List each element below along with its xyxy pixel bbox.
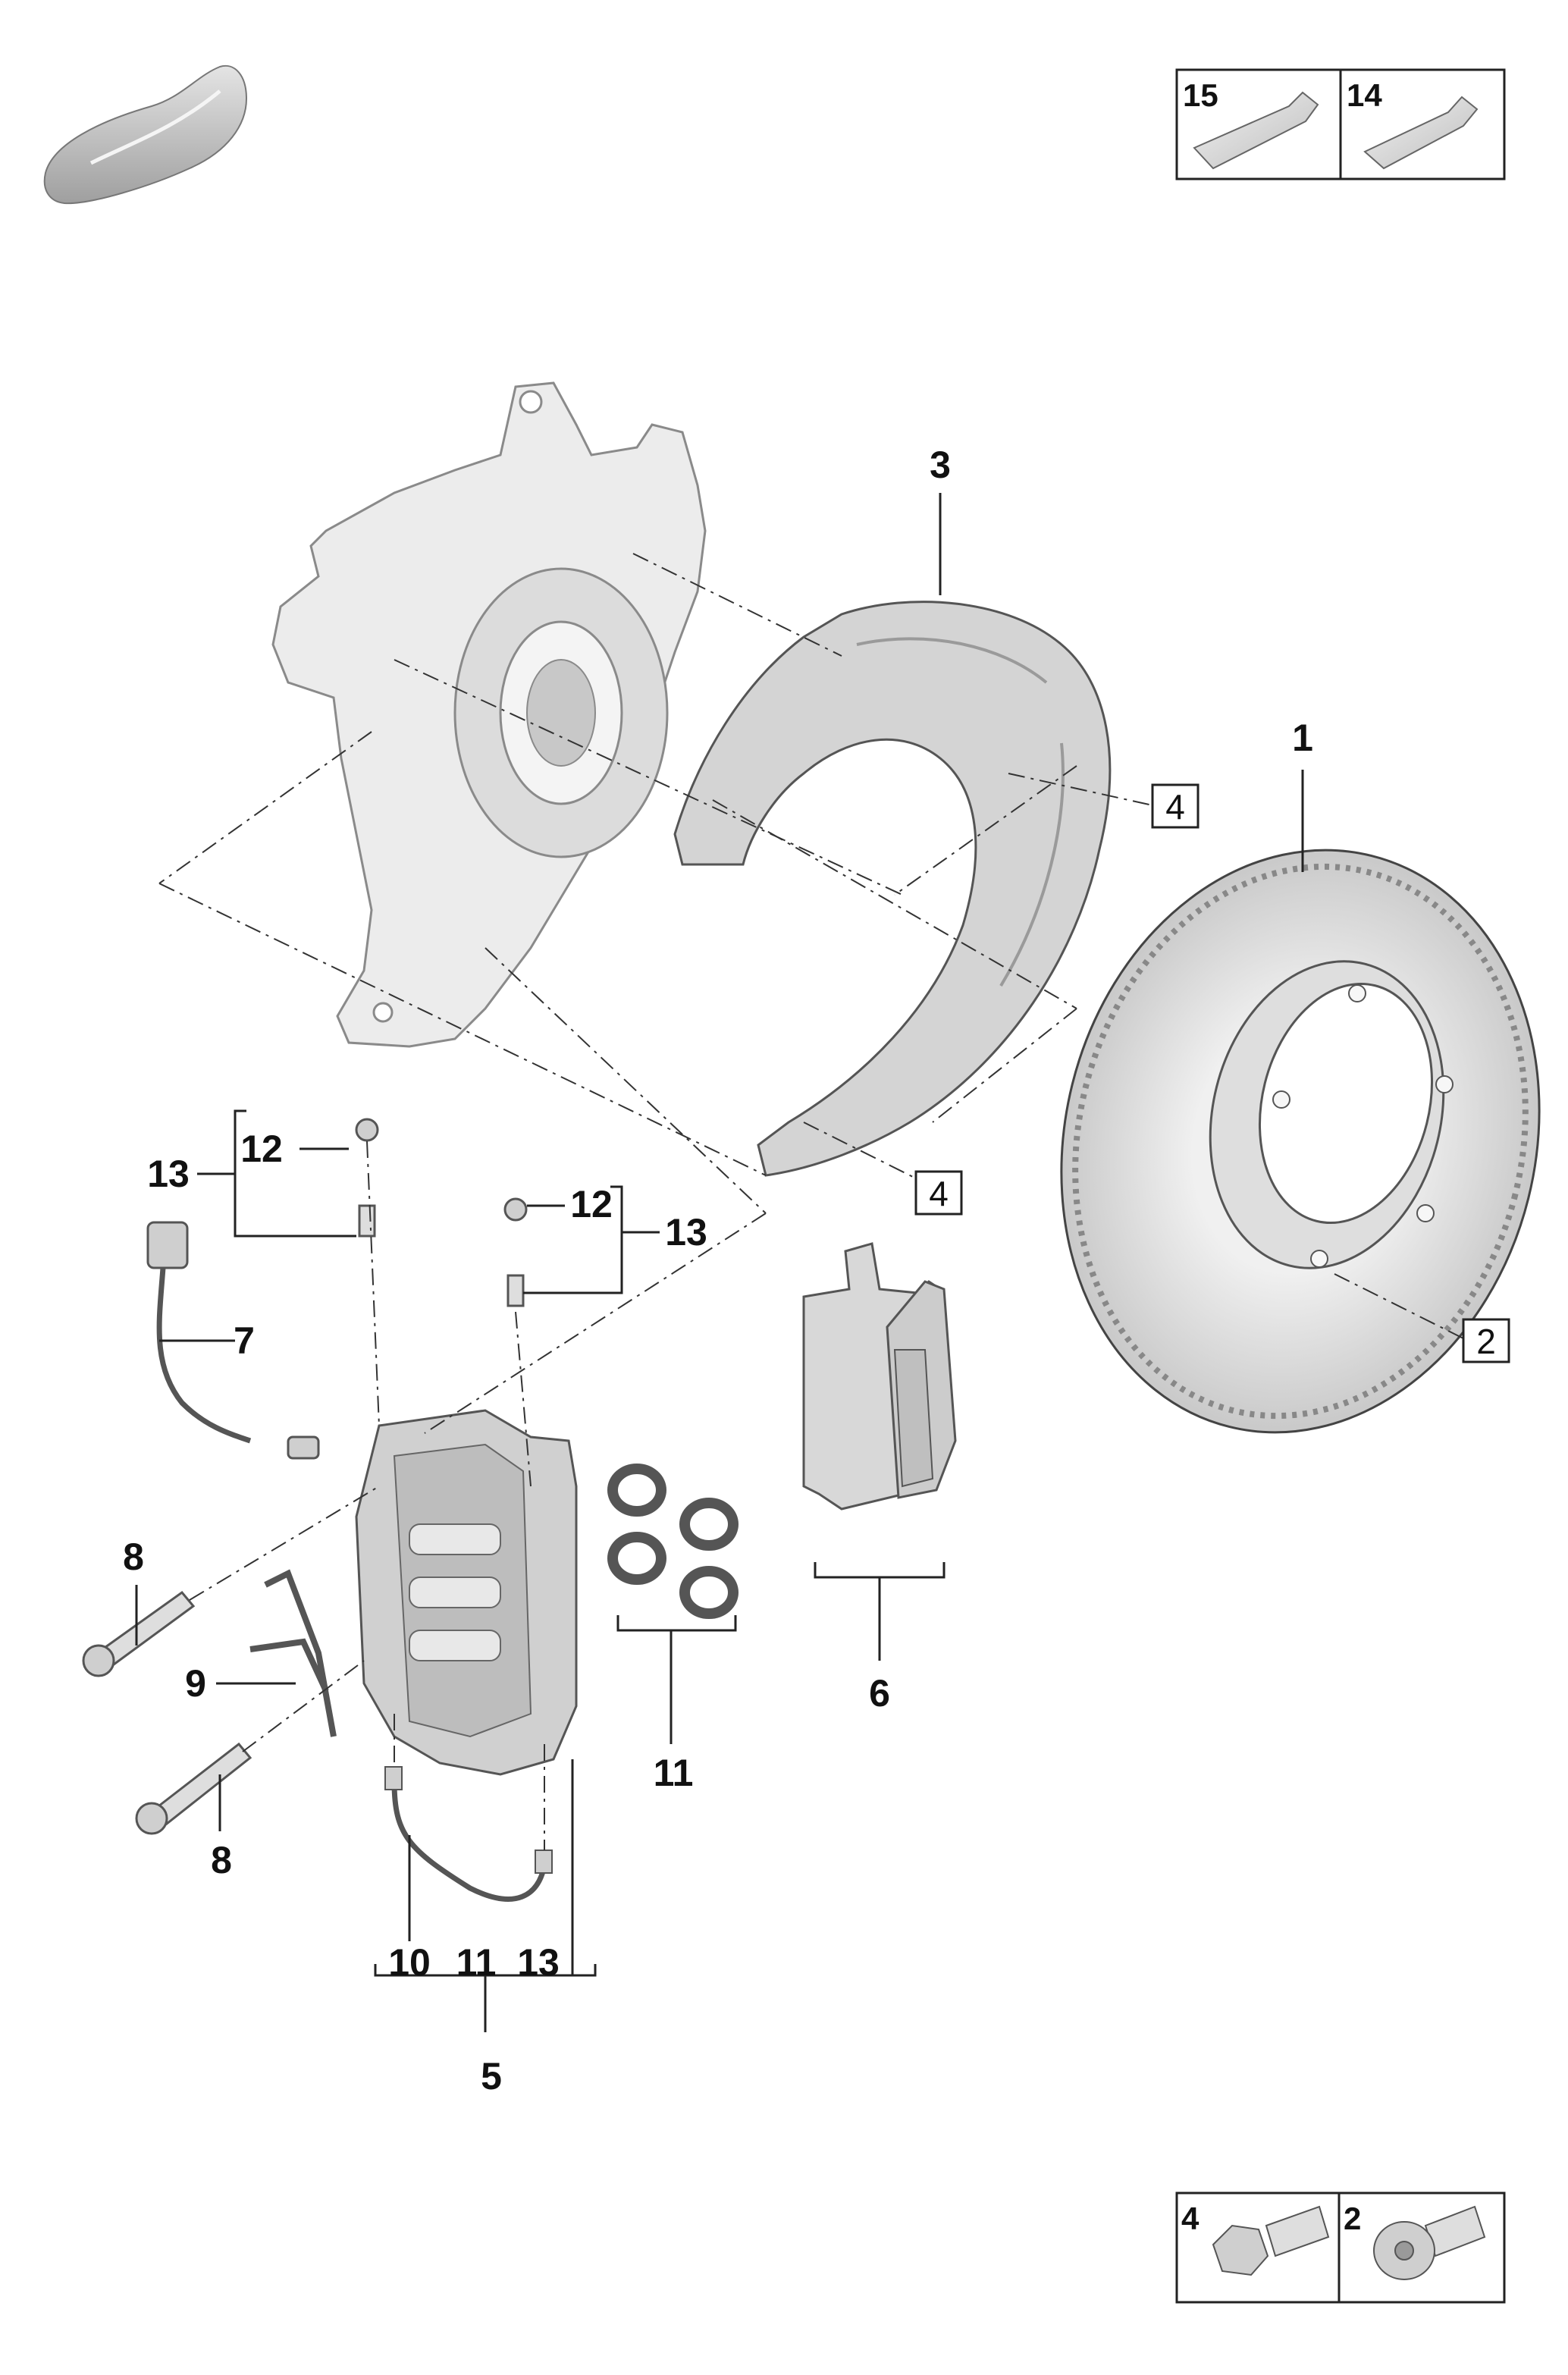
brake-caliper — [355, 1409, 578, 1776]
brake-line — [384, 1766, 553, 1902]
bleed-group-left-label: 13 — [147, 1153, 190, 1195]
tube-icon — [1193, 91, 1319, 170]
disc-label: 1 — [1292, 717, 1313, 759]
boxed-callout-shield-bolt-lower: 4 — [914, 1170, 963, 1216]
legend-top: 15 14 — [1175, 68, 1506, 180]
caliper-sub-13-label: 13 — [517, 1941, 560, 1984]
bolt-icon — [82, 1590, 196, 1677]
bolt-icon — [1373, 2205, 1486, 2280]
tube-icon — [1363, 96, 1479, 170]
caliper-sub-11-label: 11 — [456, 1941, 497, 1984]
caliper-sub-10-label: 10 — [388, 1941, 431, 1984]
bleed-cap-right-label: 12 — [570, 1183, 613, 1225]
assembly-lines — [158, 553, 1464, 1850]
pads-label: 6 — [869, 1672, 890, 1715]
spring-label: 9 — [185, 1662, 206, 1705]
anti-rattle-spring — [249, 1569, 337, 1737]
brake-disc — [1060, 849, 1541, 1434]
disc-bolt-label: 2 — [1476, 1322, 1496, 1361]
legend-top-label-right: 14 — [1347, 77, 1382, 113]
shield-label: 3 — [930, 444, 951, 486]
bleed-cap-right — [503, 1197, 528, 1307]
legend-top-label-left: 15 — [1183, 77, 1218, 113]
leader-lines — [135, 493, 1304, 2032]
shield-bolt-upper-label: 4 — [1165, 787, 1185, 827]
bolt-upper-label: 8 — [123, 1536, 144, 1578]
boxed-callout-shield-bolt-upper: 4 — [1151, 783, 1200, 829]
legend-bottom-label-left: 4 — [1181, 2201, 1200, 2236]
piston-seals — [607, 1464, 739, 1619]
steering-knuckle — [271, 381, 707, 1048]
bleed-group-right-label: 13 — [665, 1211, 707, 1253]
seals-label: 11 — [654, 1752, 694, 1794]
bolt-icon — [1212, 2205, 1330, 2276]
wear-sensor-label: 7 — [234, 1319, 255, 1362]
legend-bottom: 4 2 — [1175, 2191, 1506, 2304]
shield-bolt-lower-label: 4 — [929, 1174, 949, 1213]
brake-dust-shield — [673, 601, 1112, 1177]
bolt-lower-label: 8 — [211, 1839, 232, 1881]
bleed-cap-left — [355, 1118, 379, 1238]
bleed-cap-left-label: 12 — [240, 1128, 283, 1170]
wear-sensor — [146, 1221, 320, 1460]
boxed-callout-disc-bolt: 2 — [1462, 1318, 1510, 1363]
car-silhouette-icon — [43, 64, 248, 205]
brake-pads — [802, 1242, 957, 1511]
caliper-label: 5 — [481, 2055, 502, 2097]
legend-bottom-label-right: 2 — [1344, 2201, 1361, 2236]
bolt-icon — [135, 1742, 252, 1835]
